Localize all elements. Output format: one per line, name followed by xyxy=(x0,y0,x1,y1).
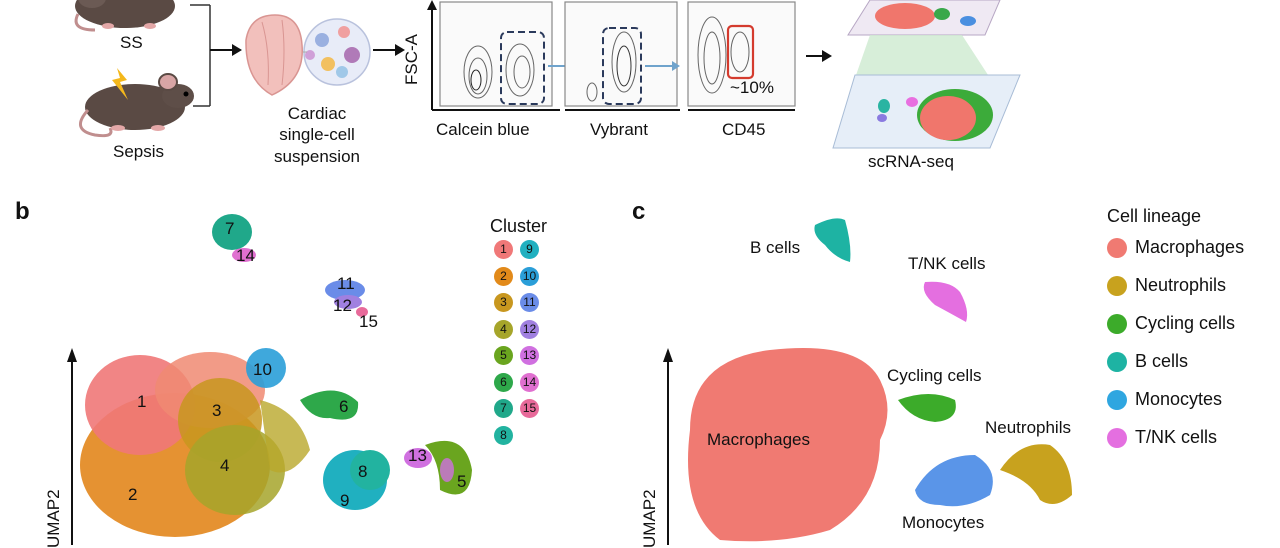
cluster-legend-item-3: 3 xyxy=(494,293,513,312)
cluster-legend-item-9: 9 xyxy=(520,240,539,259)
cluster-label-13: 13 xyxy=(408,446,427,465)
gate-1-label: Calcein blue xyxy=(436,120,530,139)
monocytes-cluster xyxy=(915,455,993,507)
panel-c-umap2-label: UMAP2 xyxy=(640,489,659,548)
heart-icon xyxy=(245,14,303,96)
suspension-label-2: single-cell xyxy=(279,125,355,144)
label-cycling-cells: Cycling cells xyxy=(887,366,982,385)
gate-3-contours xyxy=(697,16,750,94)
cluster-4-blob xyxy=(185,425,285,515)
lineage-legend-item: Macrophages xyxy=(1107,237,1244,258)
label-tnk-cells: T/NK cells xyxy=(908,254,986,273)
tnk-cells-cluster xyxy=(923,281,968,322)
cluster-label-7: 7 xyxy=(225,219,235,238)
gate-1-contours xyxy=(463,43,535,99)
lineage-name: Monocytes xyxy=(1135,389,1223,409)
cluster-12-blob xyxy=(334,295,362,309)
lineage-name: T/NK cells xyxy=(1135,427,1218,447)
lineage-name: Neutrophils xyxy=(1135,275,1227,295)
lineage-name: Macrophages xyxy=(1135,237,1245,257)
cluster-legend-title: Cluster xyxy=(490,216,548,236)
lineage-legend-item: T/NK cells xyxy=(1107,427,1217,448)
cluster-legend-item-10: 10 xyxy=(520,266,539,286)
lineage-color-swatch xyxy=(1107,427,1127,448)
gate-2-contours xyxy=(586,31,637,102)
cluster-7-blob xyxy=(212,214,252,250)
cluster-legend-item-11: 11 xyxy=(520,293,539,312)
scrna-layers-icon xyxy=(832,0,1021,149)
lineage-legend-item: Monocytes xyxy=(1107,389,1222,410)
lineage-color-swatch xyxy=(1107,351,1127,372)
cluster-label-15: 15 xyxy=(359,312,378,331)
cluster-legend-item-13: 13 xyxy=(520,346,539,365)
cluster-14-blob xyxy=(232,248,256,262)
lineage-color-swatch xyxy=(1107,313,1127,334)
cluster-15-blob xyxy=(356,307,368,317)
b-cells-cluster xyxy=(814,218,851,262)
cluster-legend-item-15: 15 xyxy=(520,399,539,418)
gate-3-label: CD45 xyxy=(722,120,766,139)
mouse-sepsis-icon xyxy=(79,68,194,138)
cluster-label-8: 8 xyxy=(358,462,368,481)
cluster-legend-item-1: 1 xyxy=(494,240,513,259)
neutrophils-cluster xyxy=(1000,444,1072,504)
cluster-legend-item-2: 2 xyxy=(494,266,513,286)
lineage-legend-title: Cell lineage xyxy=(1107,206,1202,226)
panel-c-letter: c xyxy=(632,198,646,225)
cell-dish-icon xyxy=(303,18,371,86)
suspension-label-3: suspension xyxy=(273,147,360,166)
label-b-cells: B cells xyxy=(750,238,801,257)
cluster-label-2: 2 xyxy=(128,485,138,504)
cluster-label-6: 6 xyxy=(339,397,349,416)
cluster-label-14: 14 xyxy=(236,246,255,265)
cluster-legend-item-6: 6 xyxy=(494,372,513,392)
cluster-legend-item-5: 5 xyxy=(494,346,513,365)
gate-3-percent: ~10% xyxy=(730,78,774,97)
panel-b-letter: b xyxy=(15,198,30,225)
label-neutrophils: Neutrophils xyxy=(985,418,1071,437)
lineage-name: Cycling cells xyxy=(1135,313,1236,333)
lineage-color-swatch xyxy=(1107,275,1127,296)
cluster-11-blob xyxy=(325,280,365,300)
cluster-legend-item-7: 7 xyxy=(494,399,513,418)
cluster-label-12: 12 xyxy=(333,296,352,315)
cluster-label-3: 3 xyxy=(212,401,222,420)
scrna-label: scRNA-seq xyxy=(868,152,954,171)
cluster-13-blob xyxy=(404,448,432,468)
label-macrophages: Macrophages xyxy=(707,430,811,449)
lineage-legend-item: Cycling cells xyxy=(1107,313,1235,334)
cluster-8-blob xyxy=(350,450,390,490)
label-monocytes: Monocytes xyxy=(902,513,985,532)
cluster-label-4: 4 xyxy=(220,456,230,475)
lineage-legend-item: Neutrophils xyxy=(1107,275,1226,296)
cluster-legend-item-14: 14 xyxy=(520,372,539,392)
mouse-ss-icon xyxy=(74,0,175,32)
mouse-sepsis-label: Sepsis xyxy=(113,142,165,161)
lineage-name: B cells xyxy=(1135,351,1189,371)
cluster-label-1: 1 xyxy=(137,392,147,411)
cluster-6-blob xyxy=(300,390,359,420)
cluster-label-10: 10 xyxy=(253,360,272,379)
cluster-10-blob xyxy=(246,348,286,388)
cluster-label-11: 11 xyxy=(337,274,355,293)
cluster-legend-item-12: 12 xyxy=(520,319,539,339)
lineage-color-swatch xyxy=(1107,389,1127,410)
mouse-ss-label: SS xyxy=(120,33,143,52)
macrophages-cluster xyxy=(688,348,888,542)
mouse-bracket xyxy=(190,4,242,107)
lineage-color-swatch xyxy=(1107,237,1127,258)
cluster-legend-item-8: 8 xyxy=(494,425,513,445)
cluster-label-5: 5 xyxy=(457,472,467,491)
lineage-legend-item: B cells xyxy=(1107,351,1188,372)
suspension-label-1: Cardiac xyxy=(287,104,347,123)
cluster-label-9: 9 xyxy=(340,491,350,510)
cluster-legend-item-4: 4 xyxy=(494,319,513,339)
gate-2-label: Vybrant xyxy=(590,120,648,139)
cycling-cells-cluster xyxy=(898,394,956,422)
